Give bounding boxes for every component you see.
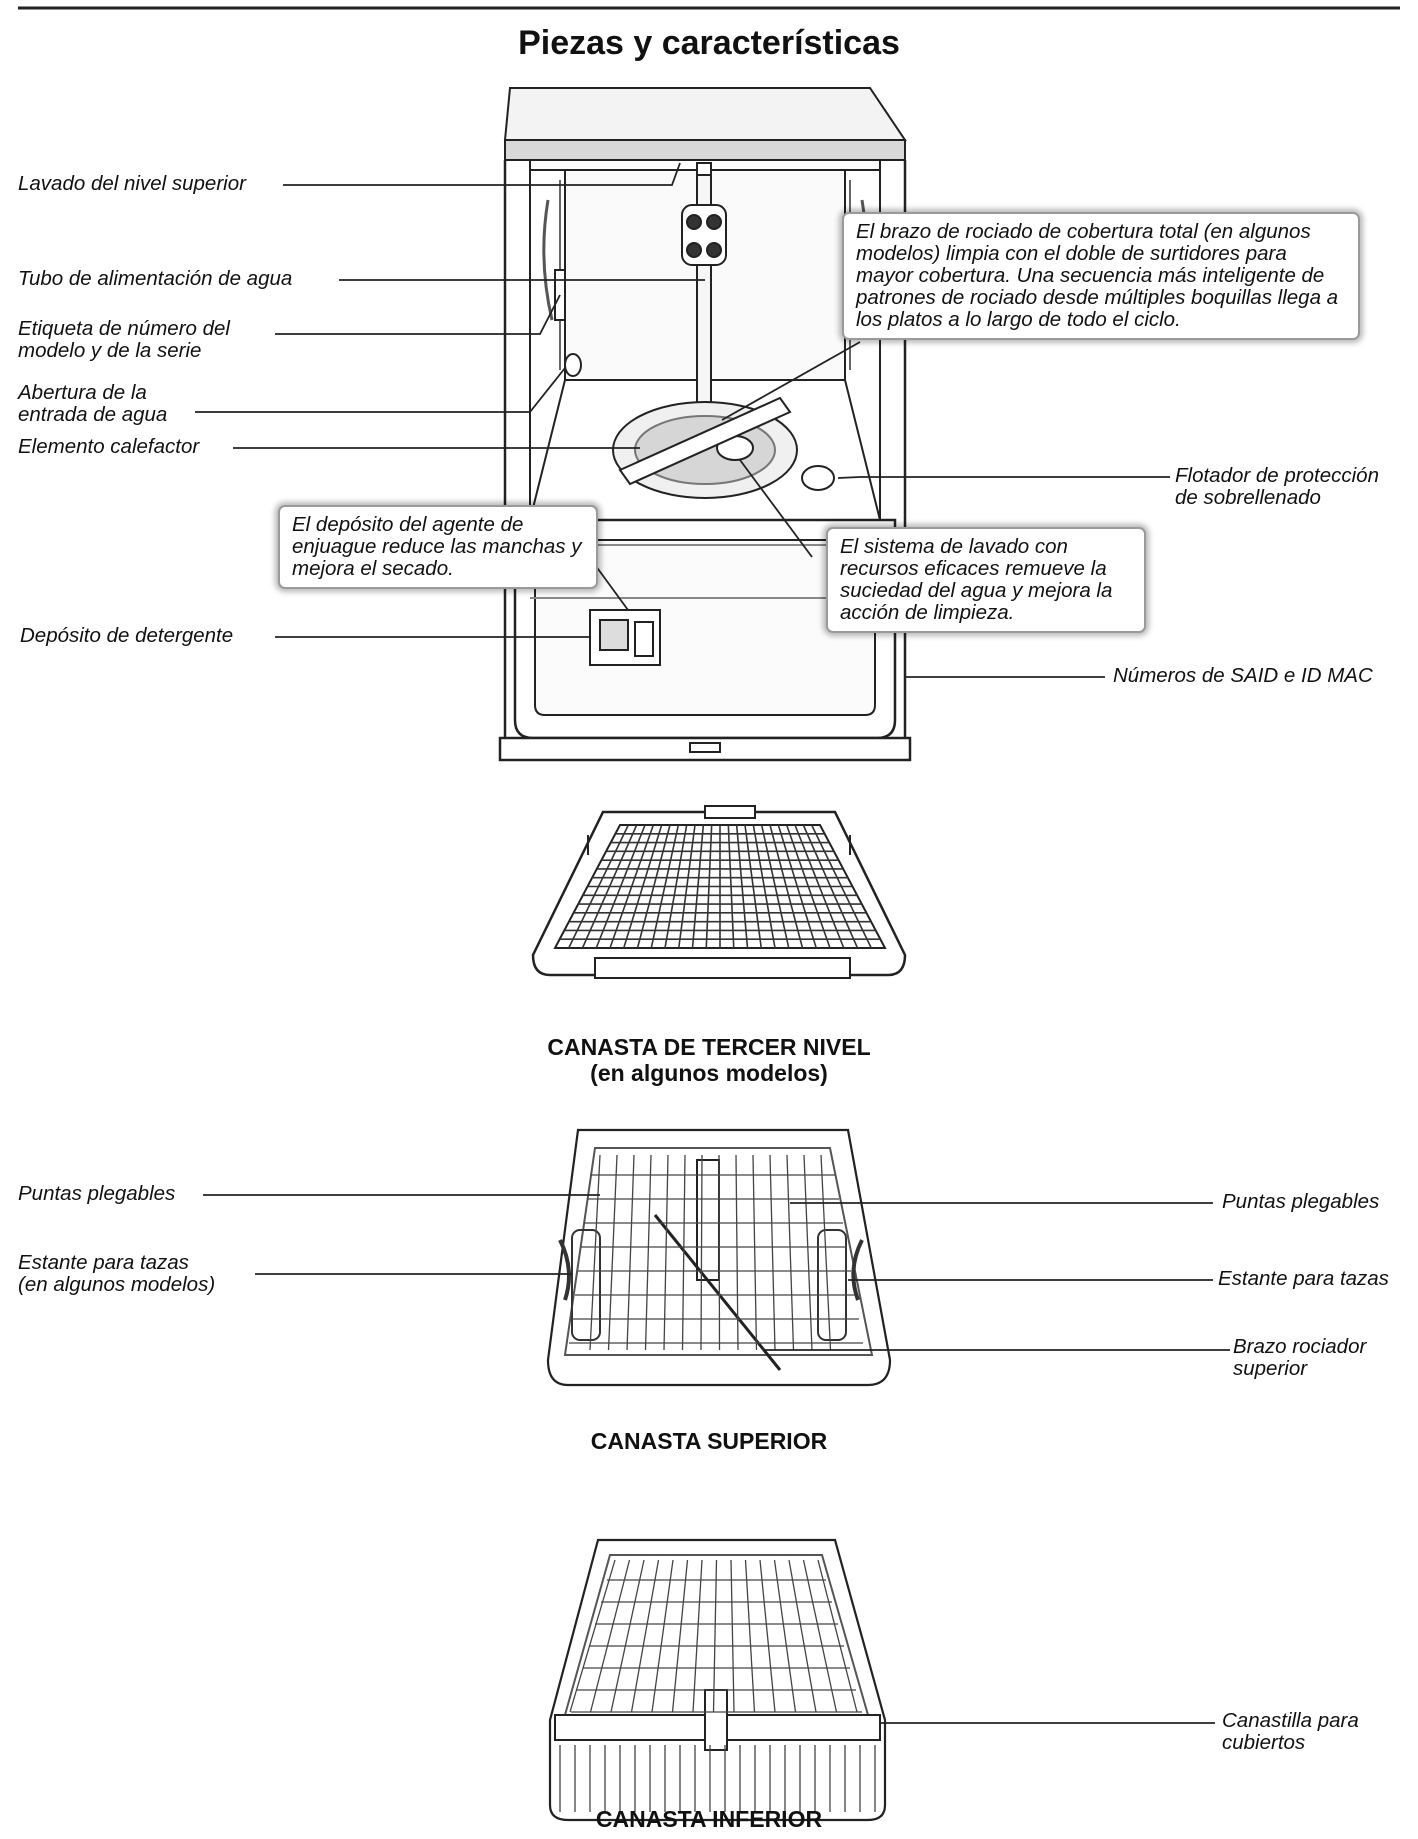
wire <box>802 1559 838 1713</box>
wire <box>788 1559 817 1713</box>
label-detergent-dispenser: Depósito de detergente <box>20 624 234 647</box>
wire <box>692 1559 703 1713</box>
caption-upper-rack: CANASTA SUPERIOR <box>590 1428 828 1454</box>
wire <box>752 1154 758 1351</box>
wire <box>569 1559 616 1713</box>
wire <box>681 1154 686 1351</box>
callout-rinse-aid: El depósito del agente de enjuague reduc… <box>278 505 598 589</box>
callout-wash-system: El sistema de lavado con recursos eficac… <box>826 527 1146 633</box>
wire <box>803 1154 813 1351</box>
dishwasher-illustration <box>498 87 912 762</box>
wire <box>744 1559 756 1713</box>
wire <box>671 1559 689 1713</box>
wire <box>610 1559 645 1713</box>
caption-lower-rack: CANASTA INFERIOR <box>595 1806 823 1832</box>
wire <box>759 1559 776 1713</box>
wire <box>820 1154 832 1351</box>
wire <box>730 1559 735 1713</box>
label-fold-down-tines-right: Puntas plegables <box>1222 1190 1380 1213</box>
wire <box>700 1154 703 1351</box>
wire <box>630 1559 660 1713</box>
label-fold-down-tines-left: Puntas plegables <box>18 1182 176 1205</box>
wire <box>607 1154 618 1351</box>
label-said-mac: Números de SAID e ID MAC <box>1113 664 1373 687</box>
label-water-supply-tube: Tubo de alimentación de agua <box>18 267 293 290</box>
wire <box>786 1154 795 1351</box>
label-upper-spray-arm: Brazo rociador superior <box>1233 1335 1367 1380</box>
wire <box>817 1559 858 1713</box>
label-top-level-wash: Lavado del nivel superior <box>18 172 246 195</box>
lower-rack-illustration <box>548 1538 887 1822</box>
wire <box>773 1559 797 1713</box>
callout-spray-arm: El brazo de rociado de cobertura total (… <box>842 212 1360 340</box>
label-heating-element: Elemento calefactor <box>18 435 200 458</box>
label-cup-shelf-right: Estante para tazas <box>1218 1267 1389 1290</box>
label-water-inlet: Abertura de la entrada de agua <box>18 381 168 426</box>
page-title: Piezas y características <box>518 24 900 62</box>
wire <box>644 1154 652 1351</box>
wire <box>663 1154 669 1351</box>
label-cup-shelf-left: Estante para tazas (en algunos modelos) <box>18 1251 216 1296</box>
wire <box>769 1154 776 1351</box>
label-model-serial: Etiqueta de número del modelo y de la se… <box>18 317 230 362</box>
caption-third-level-rack: CANASTA DE TERCER NIVEL (en algunos mode… <box>547 1034 871 1086</box>
wire <box>718 1154 721 1351</box>
leader-lines <box>195 162 1230 1724</box>
lower-rack-wires <box>559 1559 876 1812</box>
label-silverware-basket: Canastilla para cubiertos <box>1222 1709 1359 1754</box>
label-overfill-float: Flotador de protección de sobrellenado <box>1175 464 1379 509</box>
wire <box>626 1154 635 1351</box>
wire <box>589 1154 601 1351</box>
wire <box>735 1154 739 1351</box>
wire <box>651 1559 674 1713</box>
wire <box>589 1559 631 1713</box>
third-level-rack-illustration <box>531 805 907 979</box>
third-level-rack-grid <box>559 824 881 949</box>
upper-rack-wires <box>569 1154 863 1351</box>
wire <box>712 1559 718 1713</box>
